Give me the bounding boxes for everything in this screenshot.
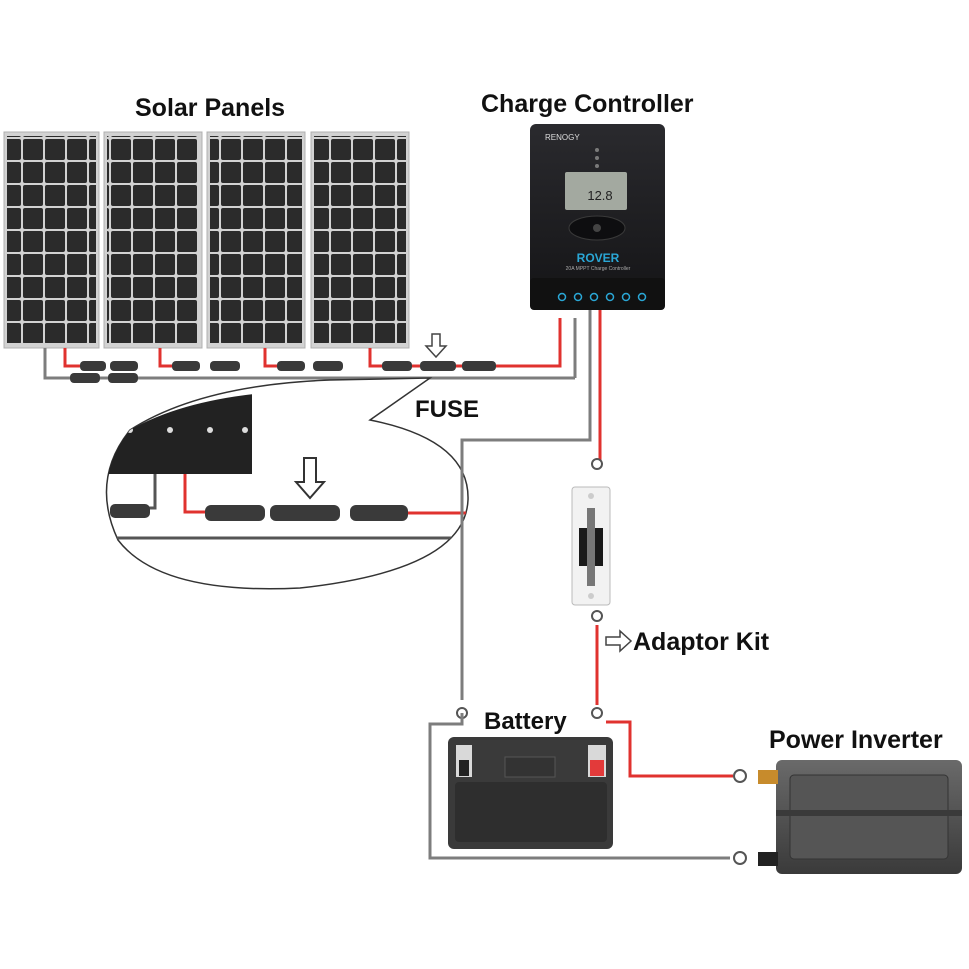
solar-panel-1 <box>3 131 100 349</box>
controller-terminals <box>557 292 647 302</box>
charge-controller: RENOGY 12.8 ROVER 20A MPPT Charge Contro… <box>530 124 665 310</box>
controller-subtitle: 20A MPPT Charge Controller <box>566 266 631 272</box>
charge-controller-label: Charge Controller <box>481 90 694 118</box>
battery-positive-terminal <box>590 760 604 776</box>
solar-panel-4 <box>310 131 410 349</box>
solar-panels-label: Solar Panels <box>135 94 286 122</box>
solar-panel-3 <box>206 131 306 349</box>
solar-panel-2 <box>103 131 203 349</box>
battery-inverter-wiring <box>606 720 747 865</box>
ring-terminal-icon <box>456 458 603 719</box>
power-inverter <box>758 760 962 874</box>
inline-fuse-holder <box>420 361 456 371</box>
adaptor-kit-label: Adaptor Kit <box>633 628 770 656</box>
adaptor-right-arrow-icon <box>605 629 633 653</box>
battery <box>428 713 730 860</box>
solar-panel-array <box>3 131 410 349</box>
controller-model: ROVER <box>577 251 620 265</box>
zoom-fuse-arrow-icon <box>293 457 327 500</box>
fuse-label: FUSE <box>415 396 480 423</box>
battery-label: Battery <box>484 708 567 735</box>
fuse-down-arrow-icon <box>424 333 448 359</box>
power-inverter-label: Power Inverter <box>769 726 943 754</box>
controller-battery-wiring <box>460 310 602 705</box>
controller-brand: RENOGY <box>545 133 580 142</box>
adaptor-kit-fuse-block <box>571 486 611 606</box>
controller-display-value: 12.8 <box>587 188 612 203</box>
mc4-connectors <box>70 361 496 383</box>
